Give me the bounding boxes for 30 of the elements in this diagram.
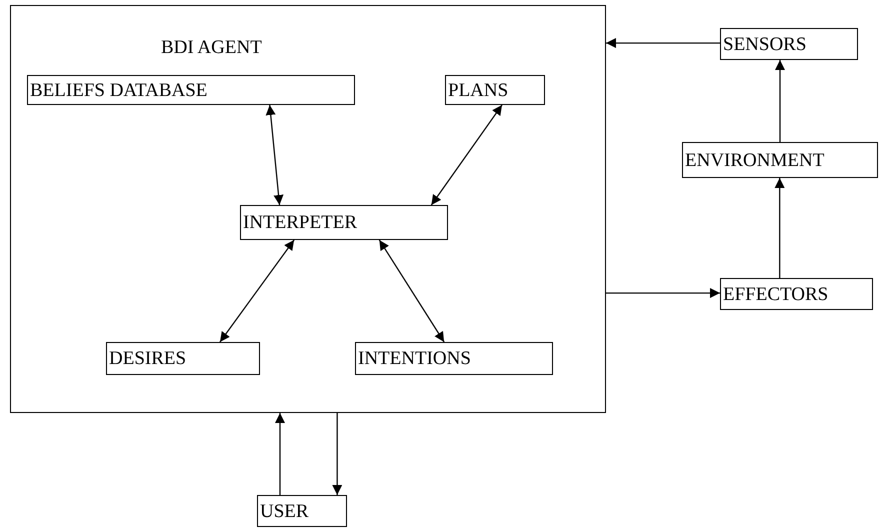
process-box [257,495,347,527]
arrow [332,413,342,495]
box-label: INTERPETER [243,213,357,232]
box-label: PLANS [448,80,508,100]
arrow [219,240,295,342]
box-label: USER [260,502,309,520]
arrow [275,413,285,495]
arrow [266,104,284,206]
box-label: SENSORS [723,34,806,54]
process-box [682,142,878,178]
process-box [720,278,873,310]
process-box [240,205,448,240]
process-box [445,75,545,105]
box-label: BELIEFS DATABASE [30,80,208,100]
process-box [27,75,355,105]
arrow [430,104,502,206]
arrow [606,288,720,298]
process-box [106,342,260,375]
arrow [775,60,785,142]
container-heading: BDI AGENT [161,38,262,57]
box-label: ENVIRONMENT [685,150,824,170]
arrow [774,178,785,278]
box-label: EFFECTORS [723,284,828,304]
process-box [720,28,858,60]
agent-container [10,5,606,413]
arrow [378,240,445,342]
process-box [355,342,553,375]
box-label: DESIRES [109,349,186,368]
box-label: INTENTIONS [358,349,471,368]
arrow [606,38,720,48]
